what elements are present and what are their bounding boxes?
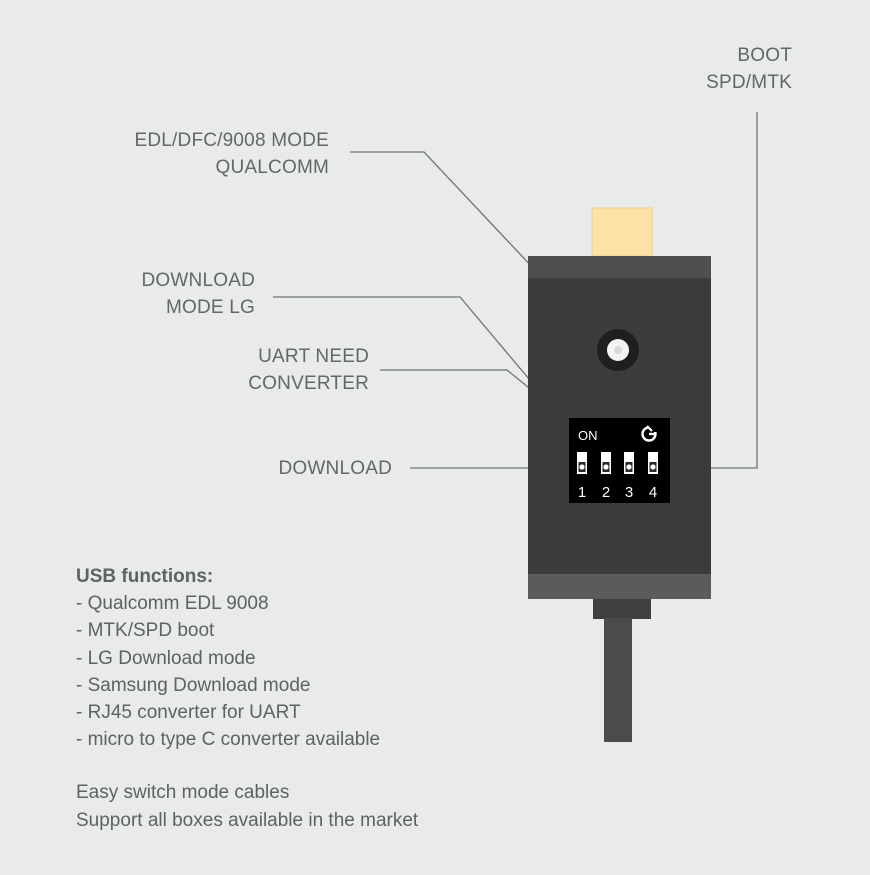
- mode-button-center: [614, 346, 622, 354]
- usb-function-item: - LG Download mode: [76, 647, 256, 669]
- usb-function-item: - Samsung Download mode: [76, 674, 311, 696]
- footer-line: Easy switch mode cables: [76, 782, 290, 804]
- dip-switch-number: 4: [649, 484, 657, 501]
- cable-strain-relief: [593, 597, 651, 619]
- callout-edl-line2: QUALCOMM: [215, 157, 329, 178]
- callout-download-line1: DOWNLOAD: [278, 458, 392, 479]
- usb-function-item: - RJ45 converter for UART: [76, 702, 301, 724]
- usb-functions-title: USB functions:: [76, 566, 214, 587]
- footer-line: Support all boxes available in the marke…: [76, 809, 419, 831]
- dip-switch-2: 2: [601, 452, 611, 501]
- cable: [604, 618, 632, 742]
- dip-switch-number: 3: [625, 484, 633, 501]
- callout-uart: UART NEED CONVERTER: [248, 343, 369, 397]
- body-bottom-band: [528, 574, 711, 599]
- callout-download-lg-line1: DOWNLOAD: [141, 270, 255, 291]
- callout-download-lg: DOWNLOAD MODE LG: [142, 267, 256, 321]
- callout-boot-line2: SPD/MTK: [706, 72, 792, 93]
- usb-functions-list: USB functions: - Qualcomm EDL 9008 - MTK…: [76, 563, 418, 834]
- callout-download-lg-line2: MODE LG: [165, 297, 255, 318]
- usb-function-item: - MTK/SPD boot: [76, 620, 215, 642]
- callout-uart-line1: UART NEED: [258, 346, 369, 367]
- callout-boot-line1: BOOT: [737, 45, 792, 66]
- callout-edl: EDL/DFC/9008 MODE QUALCOMM: [134, 127, 329, 181]
- dip-switch-knob: [579, 464, 585, 470]
- callout-edl-line1: EDL/DFC/9008 MODE: [134, 130, 329, 151]
- dip-switch-number: 1: [578, 484, 586, 501]
- callout-uart-line2: CONVERTER: [248, 373, 369, 394]
- usb-function-item: - micro to type C converter available: [76, 729, 381, 751]
- dip-switch-4: 4: [648, 452, 658, 501]
- dip-switch-knob: [603, 464, 609, 470]
- callout-download: DOWNLOAD: [279, 455, 393, 482]
- usb-connector: [591, 207, 653, 257]
- dip-switch-1: 1: [577, 452, 587, 501]
- dip-switch-3: 3: [624, 452, 634, 501]
- dip-switch-knob: [650, 464, 656, 470]
- dip-on-label: ON: [578, 428, 598, 443]
- callout-boot: BOOT SPD/MTK: [706, 42, 792, 96]
- g-logo-icon: [641, 425, 658, 442]
- dip-switch-number: 2: [602, 484, 610, 501]
- dip-switch-knob: [626, 464, 632, 470]
- usb-function-item: - Qualcomm EDL 9008: [76, 593, 269, 615]
- body-top-band: [528, 256, 711, 278]
- spacer: [76, 753, 418, 779]
